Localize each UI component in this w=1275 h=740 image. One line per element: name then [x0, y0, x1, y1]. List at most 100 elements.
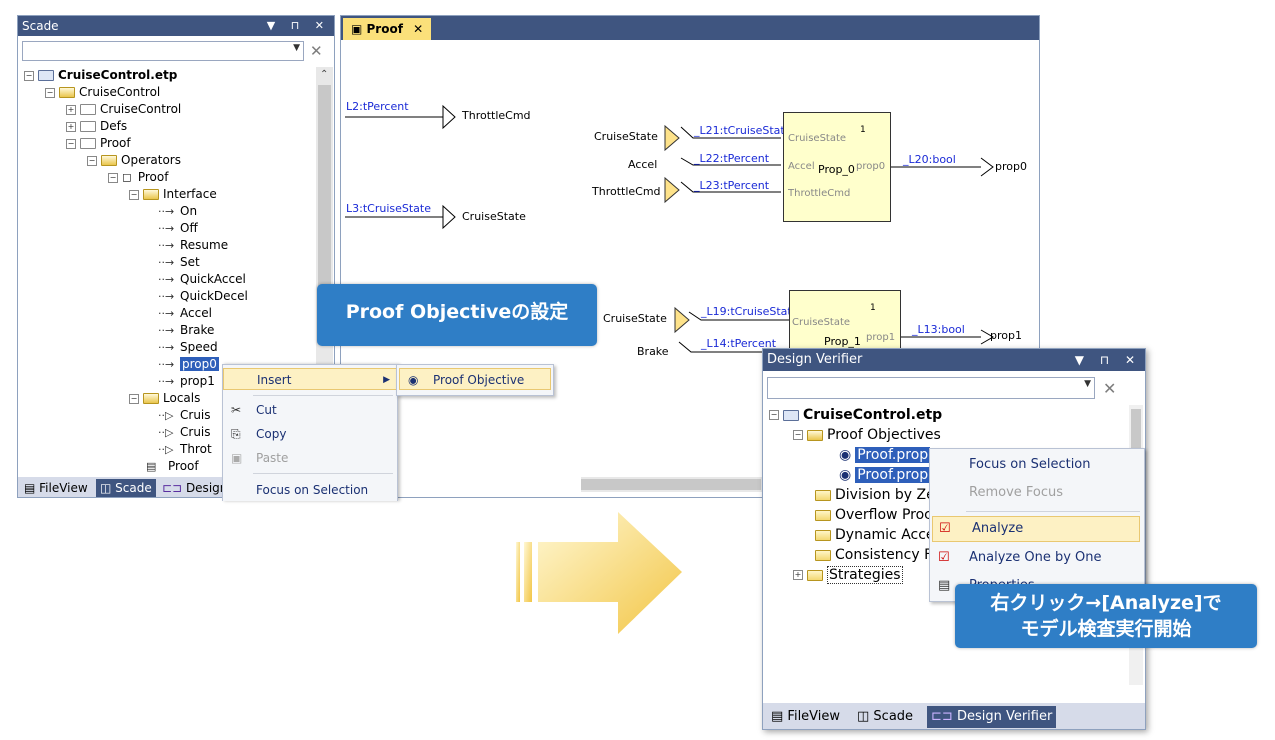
- tree-item[interactable]: ▤Proof: [146, 459, 199, 473]
- eye-icon: ◉: [839, 447, 852, 463]
- scrollbar-thumb[interactable]: [318, 85, 331, 305]
- menu-item-paste[interactable]: ▣Paste: [223, 447, 397, 469]
- tree-item[interactable]: ··→Set: [158, 255, 200, 269]
- wire-label: _L20:bool: [903, 153, 956, 166]
- scrollbar-thumb[interactable]: [581, 479, 761, 490]
- tree-item[interactable]: ··→QuickDecel: [158, 289, 248, 303]
- tree-item[interactable]: −Interface: [129, 187, 217, 201]
- operator-prop-0[interactable]: 1 CruiseState Accel Prop_0 prop0 Throttl…: [783, 112, 891, 222]
- tree-item[interactable]: −Locals: [129, 391, 201, 405]
- tree-item[interactable]: −Operators: [87, 153, 181, 167]
- diagram-lines: [345, 104, 994, 353]
- port-label: Accel: [788, 161, 815, 172]
- tree-item[interactable]: +Defs: [66, 119, 128, 133]
- input-icon: ··→: [158, 256, 175, 269]
- tree-item[interactable]: −CruiseControl.etp: [769, 407, 943, 423]
- scrollbar-thumb[interactable]: [1131, 409, 1141, 449]
- search-combo[interactable]: ▼: [22, 41, 304, 61]
- menu-item-copy[interactable]: ⎘Copy: [223, 423, 397, 445]
- wire-label: _L19:tCruiseState: [701, 305, 799, 318]
- tree-item-selected[interactable]: ··→prop0: [158, 357, 219, 371]
- close-icon[interactable]: ✕: [413, 22, 424, 36]
- tree-item[interactable]: ··▷Cruis: [158, 408, 211, 422]
- window-buttons[interactable]: ▼ ⊓ ✕: [266, 19, 330, 32]
- tree-item[interactable]: +Strategies: [793, 566, 903, 584]
- menu-item-analyze-one-by-one[interactable]: ☑Analyze One by One: [930, 546, 1144, 570]
- tree-item[interactable]: ··→QuickAccel: [158, 272, 246, 286]
- input-label: CruiseState: [594, 130, 658, 143]
- tab-scade[interactable]: ◫ Scade: [96, 479, 156, 497]
- tree-item[interactable]: ··▷Cruis: [158, 425, 211, 439]
- dropdown-arrow-icon[interactable]: ▼: [1084, 379, 1091, 389]
- menu-item-insert[interactable]: Insert▶: [223, 368, 397, 390]
- instance-number: 1: [860, 125, 866, 135]
- tab-design[interactable]: ⊏⊐ Design: [162, 481, 228, 495]
- tree-item[interactable]: ··→Off: [158, 221, 198, 235]
- tree-item[interactable]: ··→Resume: [158, 238, 229, 252]
- tree-item[interactable]: ··→Accel: [158, 306, 212, 320]
- dv-context-menu: Focus on Selection Remove Focus ☑Analyze…: [929, 448, 1145, 602]
- tree-item[interactable]: Overflow Proc: [815, 505, 932, 525]
- wire-label: L2:tPercent: [346, 100, 409, 113]
- tree-item[interactable]: −◻ Proof: [108, 170, 169, 184]
- tab-design-verifier[interactable]: ⊏⊐ Design Verifier: [927, 706, 1057, 728]
- window-buttons[interactable]: ▼ ⊓ ✕: [1074, 353, 1141, 367]
- tree-item[interactable]: ··▷Throt: [158, 442, 212, 456]
- insert-submenu: ◉Proof Objective: [396, 364, 554, 396]
- menu-item-focus-on-selection[interactable]: Focus on Selection: [256, 483, 369, 497]
- operator-prop-1[interactable]: 1 CruiseState Prop_1 prop1: [789, 290, 901, 351]
- arrow-stripe: [524, 542, 532, 602]
- wire-label: _L13:bool: [912, 323, 965, 336]
- tree-item[interactable]: −Proof: [66, 136, 131, 150]
- tree-item-selected[interactable]: ◉Proof.prop: [839, 467, 931, 483]
- callout-line: 右クリック→[Analyze]で: [990, 592, 1222, 614]
- port-label: ThrottleCmd: [788, 188, 851, 199]
- tab-scade[interactable]: ◫ Scade: [857, 709, 914, 724]
- tree-item[interactable]: ··→On: [158, 204, 198, 218]
- properties-icon: ▤: [938, 578, 951, 593]
- output-label: prop0: [995, 160, 1027, 173]
- local-icon: ··▷: [158, 409, 174, 422]
- menu-separator: [966, 511, 1140, 512]
- input-icon: ··→: [158, 222, 175, 235]
- menu-item-proof-objective[interactable]: ◉Proof Objective: [399, 368, 551, 390]
- arrow-stripe: [516, 542, 520, 602]
- eye-icon: ◉: [839, 467, 852, 483]
- menu-item-focus-on-selection[interactable]: Focus on Selection: [969, 457, 1091, 472]
- tree-item[interactable]: ··→Brake: [158, 323, 215, 337]
- tree-item[interactable]: ··→prop1: [158, 374, 215, 388]
- output-label: CruiseState: [462, 210, 526, 223]
- dropdown-arrow-icon[interactable]: ▼: [293, 43, 300, 53]
- scroll-up-icon[interactable]: ⌃: [320, 69, 329, 80]
- clear-icon[interactable]: ✕: [1103, 379, 1117, 398]
- tree-item[interactable]: Division by Ze: [815, 485, 935, 505]
- tree-item[interactable]: +CruiseControl: [66, 102, 182, 116]
- wire-label: L3:tCruiseState: [346, 202, 431, 215]
- port-label: prop0: [856, 161, 886, 172]
- tree-item[interactable]: ··→Speed: [158, 340, 218, 354]
- tab-fileview[interactable]: ▤ FileView: [771, 709, 841, 724]
- scissors-icon: ✂: [231, 403, 242, 417]
- menu-item-cut[interactable]: ✂Cut: [223, 399, 397, 421]
- tree-item[interactable]: −CruiseControl.etp: [24, 68, 178, 82]
- tab-fileview[interactable]: ▤ FileView: [24, 481, 88, 495]
- flow-arrow: [516, 512, 682, 634]
- dv-search-combo[interactable]: ▼: [767, 377, 1095, 399]
- menu-item-analyze[interactable]: ☑Analyze: [932, 516, 1140, 542]
- paste-icon: ▣: [231, 451, 243, 465]
- tree-item[interactable]: −Proof Objectives: [793, 427, 941, 443]
- scade-tree: −CruiseControl.etp −CruiseControl +Cruis…: [18, 67, 318, 477]
- clear-icon[interactable]: ✕: [310, 42, 323, 60]
- scade-panel: Scade ▼ ⊓ ✕ ▼ ✕ −CruiseControl.etp −Crui…: [17, 15, 335, 498]
- tab-proof[interactable]: ▣ Proof ✕: [343, 18, 432, 40]
- dv-titlebar: Design Verifier ▼ ⊓ ✕: [763, 349, 1145, 371]
- input-icon: ··→: [158, 341, 175, 354]
- tree-item[interactable]: −CruiseControl: [45, 85, 161, 99]
- tree-item[interactable]: Consistency F: [815, 545, 932, 565]
- tree-item-selected[interactable]: ◉Proof.prop: [839, 447, 931, 463]
- instance-number: 1: [870, 303, 876, 313]
- tree-item[interactable]: Dynamic Acce: [815, 525, 935, 545]
- menu-item-remove-focus[interactable]: Remove Focus: [969, 485, 1064, 500]
- input-label: CruiseState: [603, 312, 667, 325]
- port-label: CruiseState: [788, 133, 847, 144]
